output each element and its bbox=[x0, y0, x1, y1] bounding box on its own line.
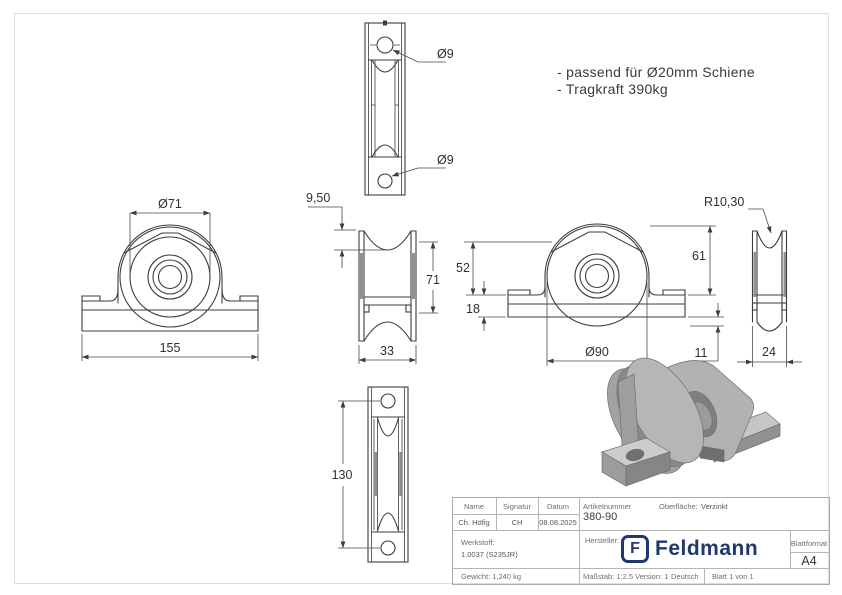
tb-sprache: Deutsch bbox=[671, 572, 699, 581]
tb-artikelnummer-label: Artikelnummer bbox=[583, 502, 632, 511]
view-side-top: Ø9 Ø9 bbox=[364, 20, 454, 196]
dim-label-wheel-diameter-71: Ø71 bbox=[158, 197, 182, 211]
tb-version: Version: 1 bbox=[635, 572, 669, 581]
view-front-left: Ø71 155 bbox=[81, 197, 259, 361]
dim-label-base-height-18: 18 bbox=[466, 302, 480, 316]
view-wheel-profile: R10,30 24 bbox=[704, 195, 802, 367]
tb-blattformat-value: A4 bbox=[801, 554, 817, 568]
dim-label-groove-depth-950: 9,50 bbox=[306, 191, 330, 205]
tb-blattformat-label: Blattformat bbox=[790, 539, 828, 548]
dim-label-protrusion-11: 11 bbox=[695, 346, 708, 360]
dim-label-wheel-width-33: 33 bbox=[380, 344, 394, 358]
tb-signatur-value: CH bbox=[511, 518, 523, 527]
tb-massstab: Maßstab: 1:2.5 bbox=[583, 572, 634, 581]
dim-label-profile-width-24: 24 bbox=[762, 345, 776, 359]
tb-oberflaeche-label: Oberfläche: bbox=[659, 502, 698, 511]
tb-artikelnummer-value: 380-90 bbox=[583, 511, 618, 523]
dim-label-groove-radius-r1030: R10,30 bbox=[704, 195, 744, 209]
dim-label-hole-bottom-d9: Ø9 bbox=[437, 153, 454, 167]
tb-signatur-label: Signatur bbox=[503, 502, 531, 511]
view-front-right: 52 18 61 Ø90 11 bbox=[456, 223, 724, 366]
dim-label-height-right-61: 61 bbox=[692, 249, 706, 263]
tb-datum-value: 08.08.2025 bbox=[539, 518, 577, 527]
feldmann-logo: F Feldmann bbox=[621, 535, 758, 563]
dim-label-height-upper-52: 52 bbox=[456, 261, 470, 275]
view-wheel-side: 9,50 71 33 bbox=[306, 191, 440, 364]
dim-label-hole-spacing-130: 130 bbox=[332, 468, 353, 482]
tb-name-label: Name bbox=[463, 502, 485, 511]
tb-name-value: Ch. Höfig bbox=[458, 518, 490, 527]
drawing-notes: - passend für Ø20mm Schiene - Tragkraft … bbox=[557, 64, 755, 98]
render-3d bbox=[601, 357, 781, 487]
sheet-border-frame bbox=[14, 13, 829, 584]
tb-datum-label: Datum bbox=[546, 502, 570, 511]
note-load-capacity: - Tragkraft 390kg bbox=[557, 81, 668, 97]
tb-hersteller-label: Hersteller: bbox=[585, 536, 620, 545]
title-block: Name Signatur Datum Artikelnummer Oberfl… bbox=[452, 497, 830, 585]
tb-oberflaeche-value: Verzinkt bbox=[701, 502, 728, 511]
dim-label-base-width-155: 155 bbox=[160, 341, 181, 355]
logo-wordmark: Feldmann bbox=[655, 537, 759, 560]
tb-werkstoff-label: Werkstoff: bbox=[461, 538, 495, 547]
tb-blatt: Blatt 1 von 1 bbox=[712, 572, 754, 581]
tb-gewicht: Gewicht: 1,240 kg bbox=[461, 572, 522, 581]
view-rear: 130 bbox=[332, 386, 409, 563]
note-rail-size: - passend für Ø20mm Schiene bbox=[557, 64, 755, 80]
logo-f-icon: F bbox=[621, 535, 649, 563]
dim-label-wheel-height-71: 71 bbox=[426, 273, 440, 287]
tb-werkstoff-value: 1.0037 (S235JR) bbox=[461, 550, 518, 559]
dim-label-wheel-diameter-90: Ø90 bbox=[585, 345, 609, 359]
dim-label-hole-top-d9: Ø9 bbox=[437, 47, 454, 61]
